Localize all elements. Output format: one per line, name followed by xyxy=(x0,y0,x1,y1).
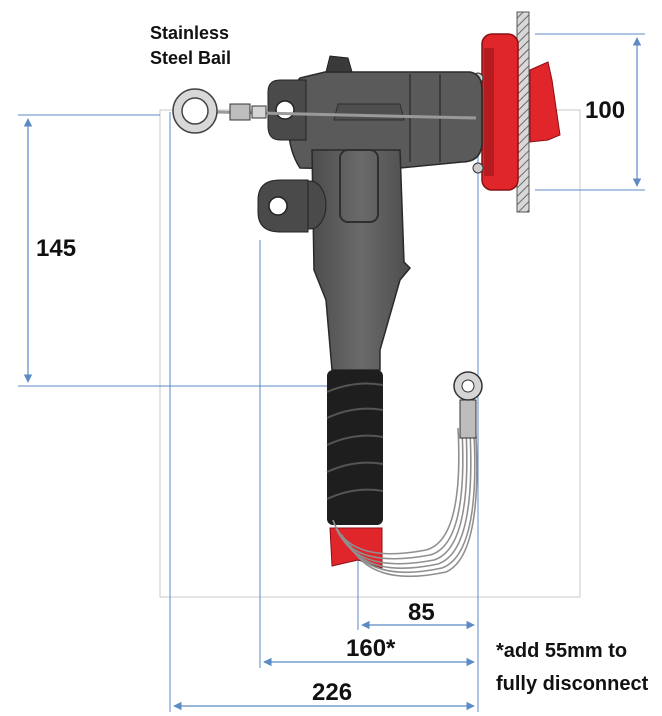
dimension-lines xyxy=(23,37,642,711)
bail-rod xyxy=(214,103,477,121)
disconnect-note-line2: fully disconnect xyxy=(496,673,649,695)
connector-body xyxy=(257,55,483,371)
spiral-wrap xyxy=(326,370,384,525)
cable-lug-icon xyxy=(453,371,483,439)
cable-bundle xyxy=(332,427,478,578)
bail-label-line2: Steel Bail xyxy=(150,48,231,68)
extension-lines xyxy=(18,33,645,712)
disconnect-note-line1: *add 55mm to xyxy=(496,640,627,662)
mounting-wall xyxy=(516,11,530,213)
dimension-100: 100 xyxy=(585,97,625,124)
bail-label-line1: Stainless xyxy=(150,23,229,43)
ring-icon xyxy=(172,88,218,134)
red-receptacle xyxy=(472,33,561,191)
dimension-145: 145 xyxy=(36,235,76,262)
dimension-160: 160* xyxy=(346,635,396,662)
red-tail xyxy=(329,527,383,569)
dimension-226: 226 xyxy=(312,679,352,706)
dimension-85: 85 xyxy=(408,599,435,626)
